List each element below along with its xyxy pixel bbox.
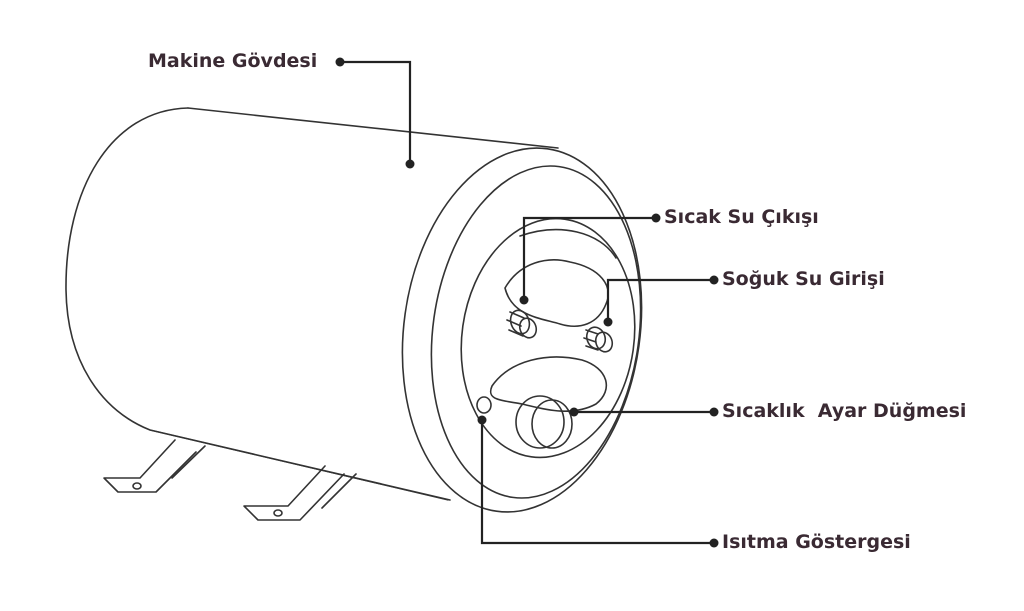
control-panel: [489, 228, 617, 412]
leader-dot: [603, 317, 613, 327]
label-body: Makine Gövdesi: [148, 50, 318, 72]
heat-indicator-lamp: [476, 396, 492, 414]
label-heat-indicator: Isıtma Göstergesi: [722, 531, 911, 553]
mounting-bracket-left: [103, 439, 206, 493]
leader-dot: [709, 275, 719, 285]
thermostat-knob: [515, 395, 573, 449]
leader-dot: [519, 295, 529, 305]
mounting-bracket-right: [243, 465, 357, 521]
leader-dot: [709, 538, 719, 548]
leader-dot: [335, 57, 345, 67]
leader-dot: [477, 415, 487, 425]
leader-line-hot-outlet: [522, 216, 656, 300]
tank-end-cap: [401, 147, 643, 513]
hot-water-pipe: [506, 309, 538, 339]
label-cold-inlet: Soğuk Su Girişi: [722, 268, 885, 290]
leader-line-indicator: [480, 420, 714, 545]
leader-dot: [709, 407, 719, 417]
cold-water-pipe: [583, 326, 614, 353]
leader-dot: [405, 159, 415, 169]
leader-dot: [569, 407, 579, 417]
label-hot-outlet: Sıcak Su Çıkışı: [664, 206, 819, 228]
label-thermostat-knob: Sıcaklık Ayar Düğmesi: [722, 400, 967, 422]
tank-body: [65, 107, 559, 501]
leader-dot: [651, 213, 661, 223]
leader-line-body: [340, 60, 412, 164]
leader-line-cold-inlet: [606, 278, 714, 322]
